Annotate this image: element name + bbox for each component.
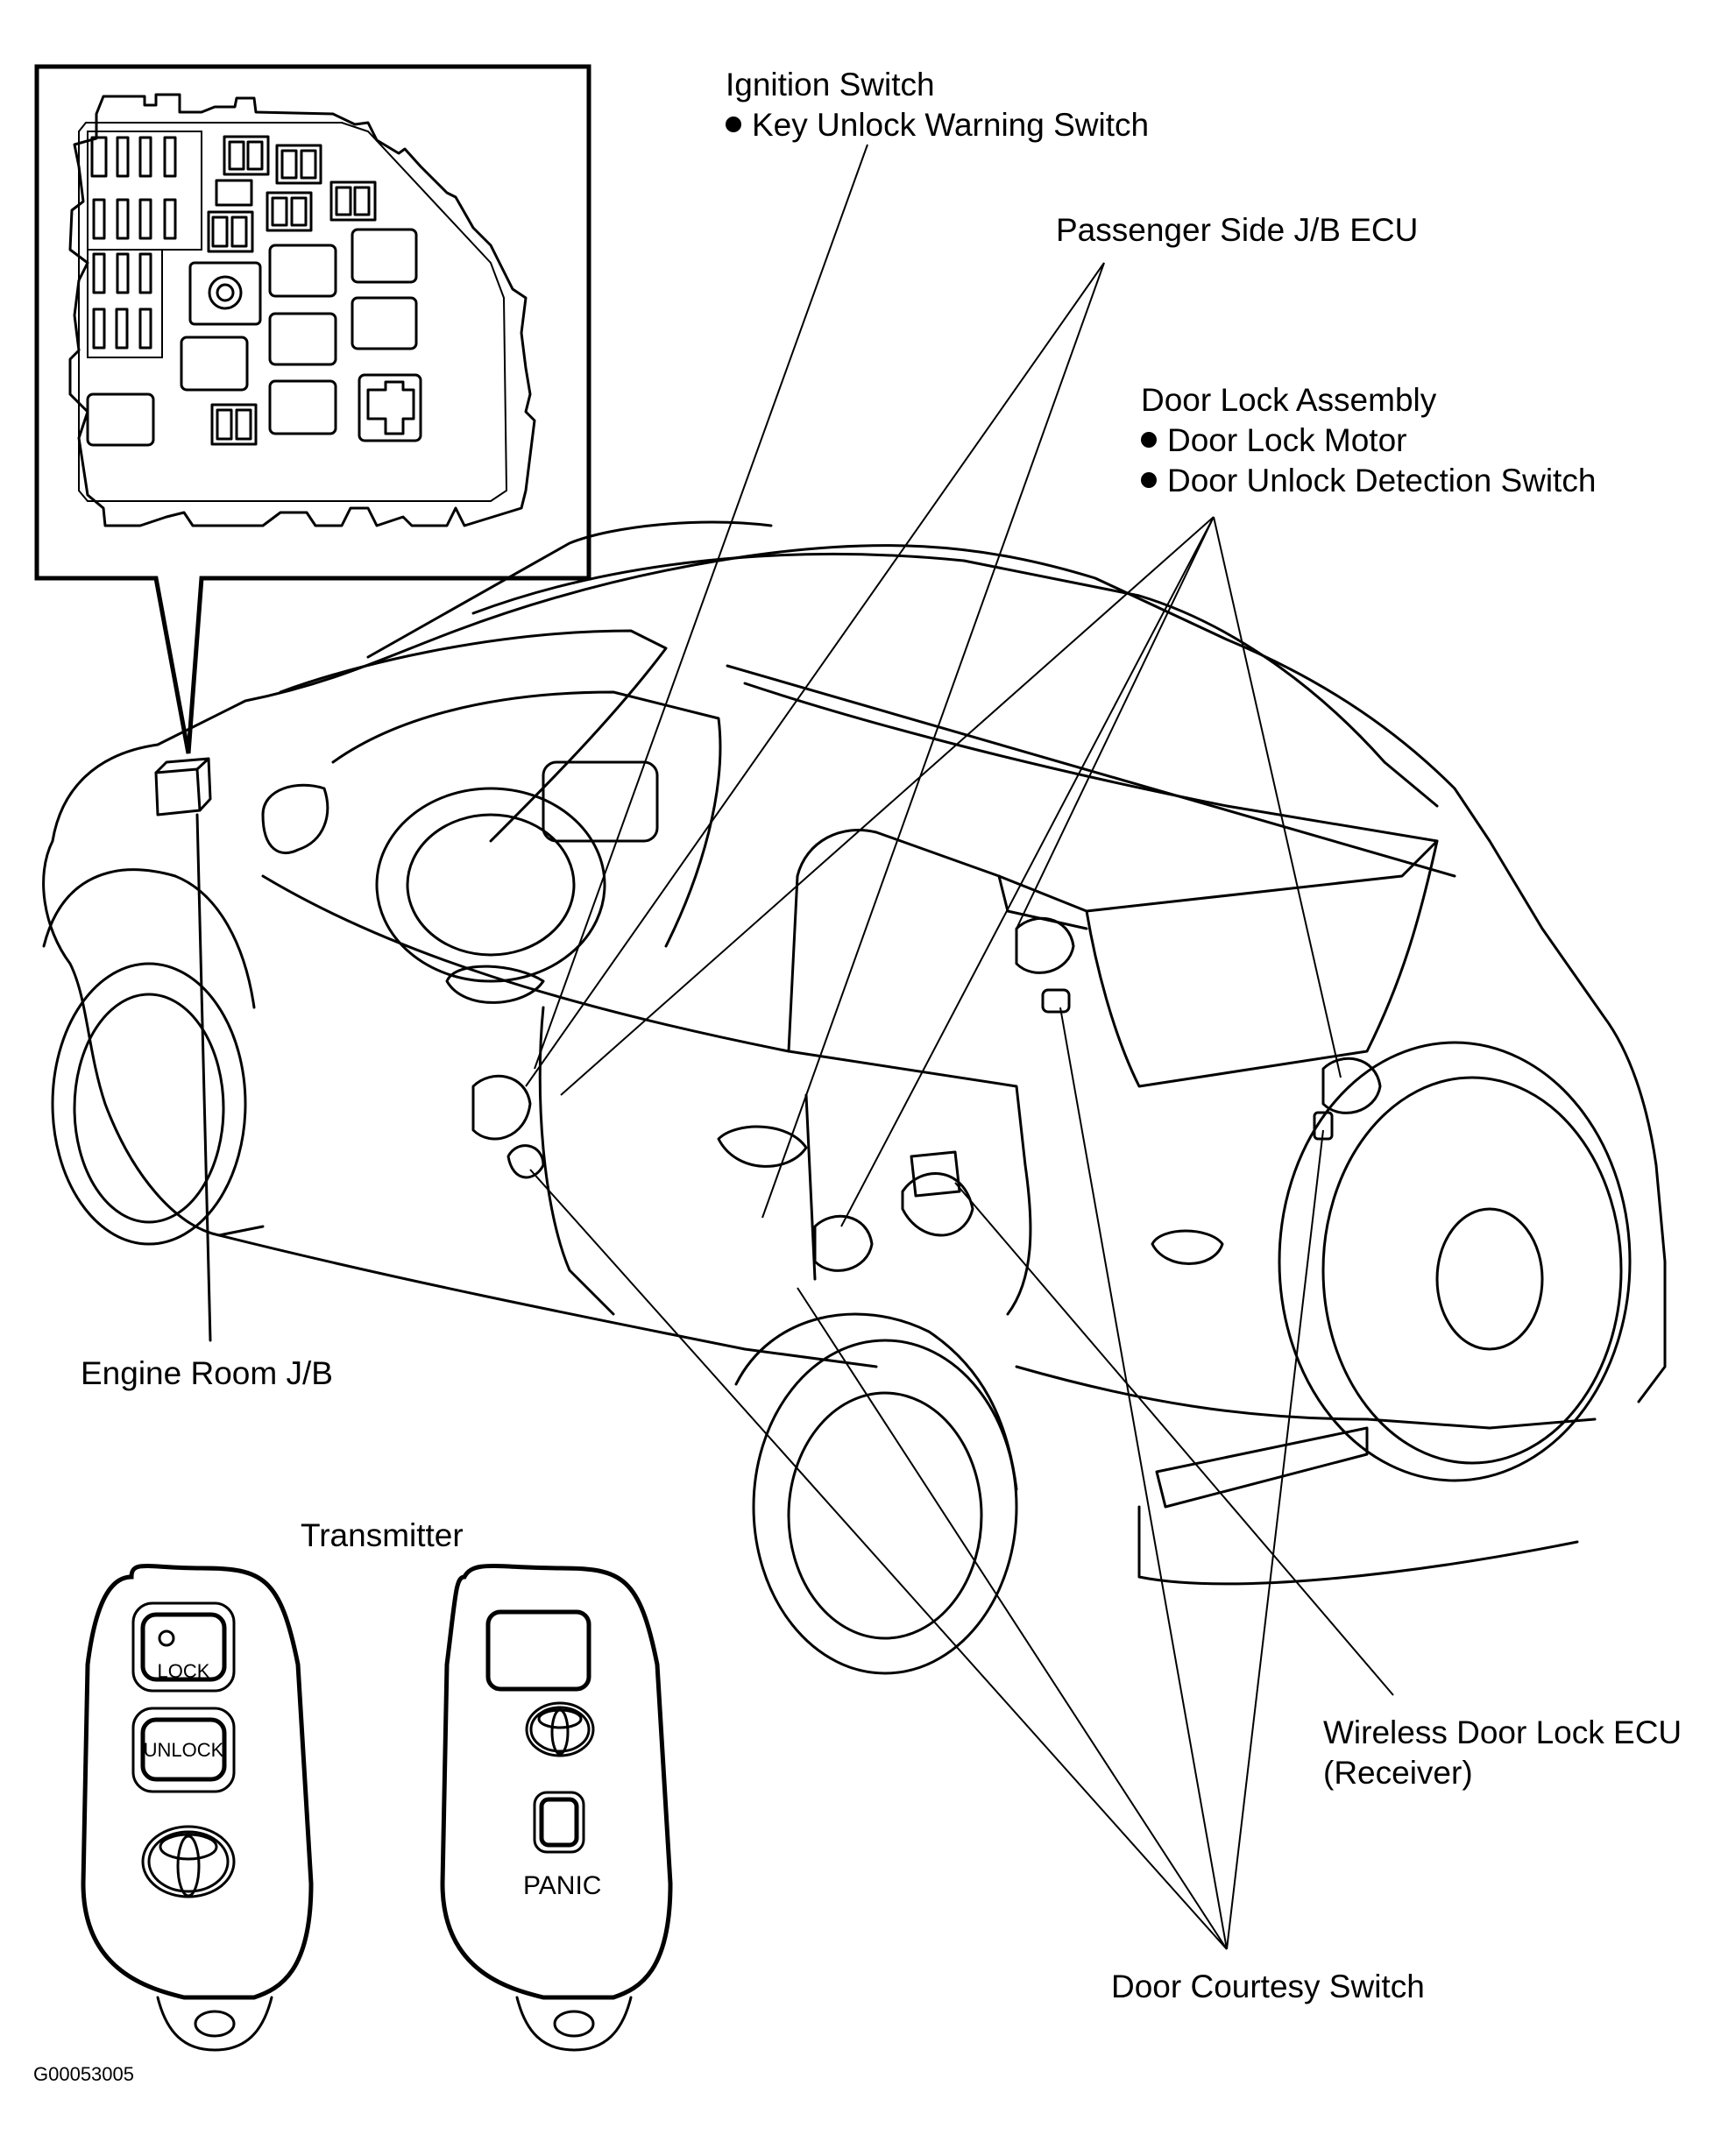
label-title: Wireless Door Lock ECU bbox=[1323, 1714, 1682, 1750]
bullet-icon bbox=[1141, 432, 1157, 449]
lock-button[interactable] bbox=[140, 1612, 227, 1682]
figure-code: G00053005 bbox=[33, 2063, 134, 2085]
leader-lines bbox=[525, 144, 1394, 1950]
label-title: Door Lock Assembly bbox=[1141, 382, 1437, 418]
engine-room-jb-label: Engine Room J/B bbox=[81, 1355, 333, 1391]
label-title: Ignition Switch bbox=[726, 67, 935, 102]
fuse-slots bbox=[90, 136, 177, 350]
passenger-side-jb-ecu-label: Passenger Side J/B ECU bbox=[1056, 212, 1419, 248]
ignition-switch-label: Ignition Switch Key Unlock Warning Switc… bbox=[726, 65, 1149, 145]
toyota-logo-icon bbox=[141, 1825, 236, 1898]
lock-button-surround bbox=[131, 1601, 236, 1693]
toyota-logo-icon bbox=[525, 1701, 595, 1757]
wireless-door-lock-ecu-component bbox=[910, 1150, 961, 1198]
wireless-door-lock-ecu-label: Wireless Door Lock ECU (Receiver) bbox=[1323, 1713, 1682, 1793]
vehicle-body bbox=[42, 520, 1667, 1675]
label-item: Door Unlock Detection Switch bbox=[1141, 461, 1596, 501]
bullet-icon bbox=[1141, 472, 1157, 489]
item-text: Key Unlock Warning Switch bbox=[752, 107, 1150, 143]
panic-button-label: PANIC bbox=[523, 1871, 602, 1900]
unlock-button[interactable] bbox=[140, 1717, 227, 1782]
label-item: Door Lock Motor bbox=[1141, 421, 1596, 461]
transmitter-front bbox=[81, 1564, 314, 2052]
label-subtitle: (Receiver) bbox=[1323, 1755, 1473, 1791]
item-text: Door Unlock Detection Switch bbox=[1167, 463, 1597, 498]
engine-room-jb-component bbox=[154, 757, 212, 1342]
lock-button-label: LOCK bbox=[157, 1660, 210, 1682]
fuse-box-inset bbox=[34, 64, 591, 754]
large-relays bbox=[86, 228, 422, 447]
item-text: Door Lock Motor bbox=[1167, 422, 1407, 458]
transmitter-back bbox=[440, 1564, 673, 2052]
unlock-button-label: UNLOCK bbox=[143, 1739, 224, 1761]
window-panel bbox=[485, 1609, 591, 1692]
door-lock-assembly-components bbox=[471, 916, 1382, 1272]
door-lock-assembly-label: Door Lock Assembly Door Lock Motor Door … bbox=[1141, 380, 1596, 501]
led-indicator-icon bbox=[158, 1629, 175, 1647]
transmitter-label: Transmitter bbox=[301, 1517, 464, 1553]
bullet-icon bbox=[726, 117, 741, 133]
panic-button[interactable] bbox=[539, 1797, 579, 1848]
door-courtesy-switch-label: Door Courtesy Switch bbox=[1111, 1969, 1425, 2004]
label-item: Key Unlock Warning Switch bbox=[726, 105, 1149, 145]
relay-pairs bbox=[207, 135, 377, 446]
